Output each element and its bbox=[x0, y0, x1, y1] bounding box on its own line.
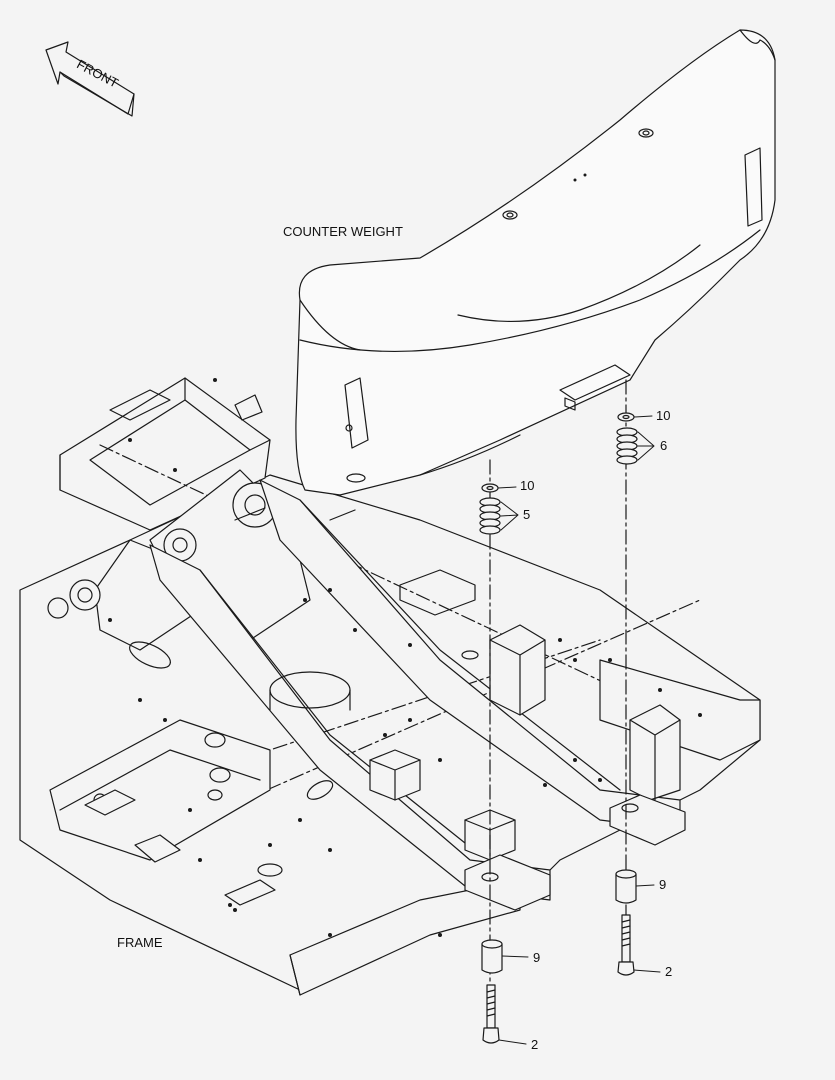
bolt-right bbox=[617, 914, 635, 976]
shims-left bbox=[479, 497, 501, 535]
spacer-left bbox=[481, 939, 503, 974]
callout-bolt-left: 2 bbox=[531, 1037, 539, 1052]
spacer-right bbox=[615, 869, 637, 904]
counter-weight-label: COUNTER WEIGHT bbox=[283, 224, 403, 239]
callout-shims-left: 5 bbox=[523, 507, 531, 522]
callout-shims-right: 6 bbox=[660, 438, 668, 453]
front-arrow-icon bbox=[45, 41, 135, 117]
counter-weight bbox=[295, 29, 776, 496]
callout-bolt-right: 2 bbox=[665, 964, 673, 979]
callout-washer-left: 10 bbox=[520, 478, 535, 493]
washer-left bbox=[481, 483, 499, 493]
frame-label: FRAME bbox=[117, 935, 163, 950]
washer-right bbox=[617, 412, 635, 422]
callout-washer-right: 10 bbox=[656, 408, 671, 423]
callout-spacer-right: 9 bbox=[659, 877, 667, 892]
shims-right bbox=[616, 427, 638, 465]
frame bbox=[19, 377, 761, 996]
callout-spacer-left: 9 bbox=[533, 950, 541, 965]
bolt-left bbox=[482, 984, 500, 1044]
